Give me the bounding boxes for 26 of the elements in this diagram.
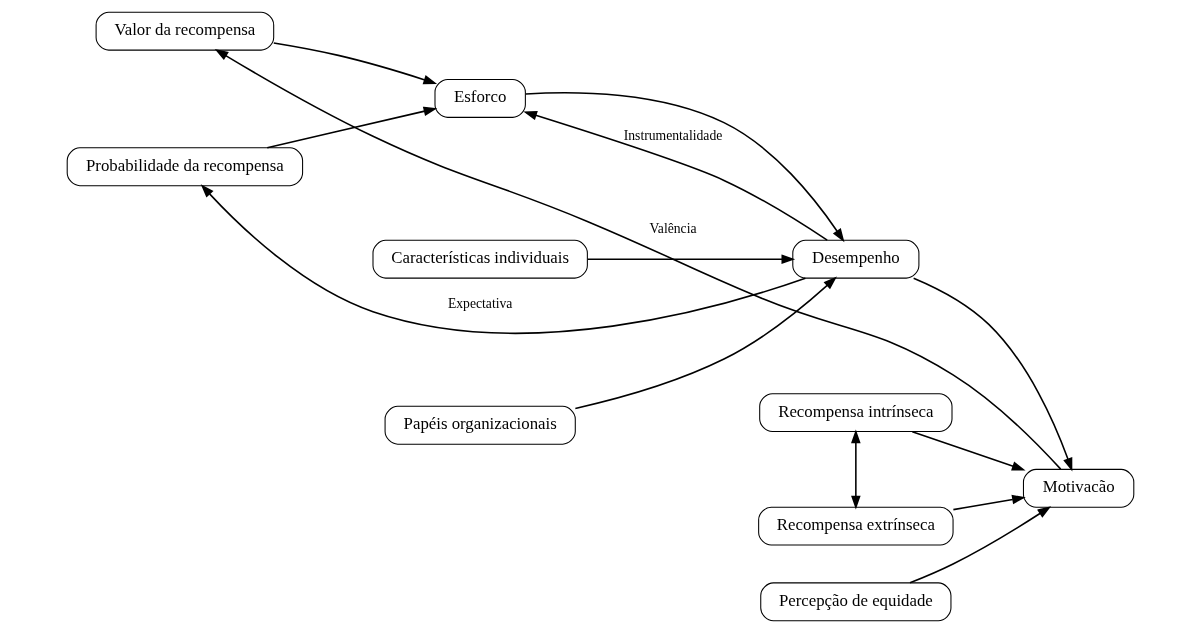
arrow	[911, 430, 1026, 471]
node-box: Valor da recompensa	[95, 11, 274, 51]
arrow	[952, 494, 1026, 511]
arrow	[586, 254, 795, 265]
node-box: Percepção de equidade	[759, 582, 951, 622]
node-box: Características individuais	[371, 239, 588, 279]
arrow	[574, 276, 837, 410]
arrow	[522, 110, 828, 241]
node-box: Esforco	[433, 79, 526, 118]
node-box: Motivacão	[1022, 468, 1134, 508]
edge-label: Valência	[649, 221, 697, 237]
node-box: Recompensa extrínseca	[757, 506, 954, 546]
arrow	[912, 277, 1072, 472]
node-box: Recompensa intrínseca	[758, 393, 953, 433]
node-box: Papéis organizacionais	[384, 405, 576, 445]
arrow	[200, 184, 806, 334]
arrow	[272, 42, 437, 85]
arrow	[908, 506, 1051, 584]
arrow	[524, 91, 844, 243]
edge-label: Instrumentalidade	[623, 127, 722, 143]
arrow	[214, 48, 1061, 470]
edge-label: Expectativa	[447, 295, 512, 311]
node-box: Desempenho	[791, 239, 919, 279]
node-box: Probabilidade da recompensa	[66, 147, 303, 187]
arrow	[265, 106, 437, 149]
arrow	[850, 429, 861, 510]
